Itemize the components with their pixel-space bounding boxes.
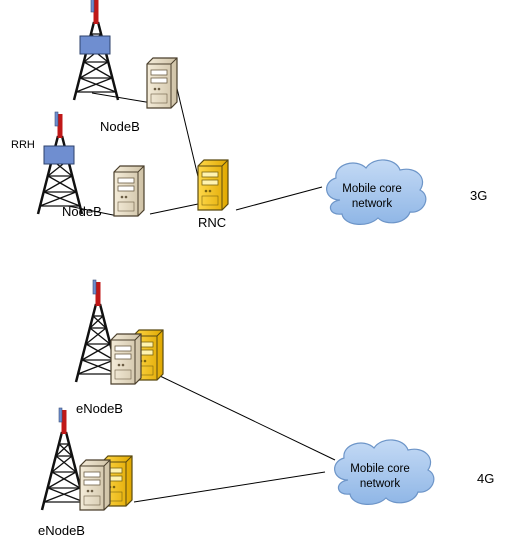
links	[67, 79, 336, 503]
rrh-icon	[43, 145, 75, 165]
link-rnc-core3g	[235, 186, 323, 211]
enodeb-top-server-icon	[110, 333, 142, 385]
core-3g-line2: network	[352, 198, 393, 210]
enodeb-bottom-label: eNodeB	[38, 523, 85, 538]
label-4g: 4G	[477, 471, 494, 486]
enodeb-bottom-server-icon	[79, 459, 111, 511]
section-4g: eNodeB eNodeB Mobile core network 4G	[38, 278, 494, 538]
link-server2-rnc	[149, 203, 199, 215]
core-3g-line1: Mobile core	[342, 183, 401, 195]
rnc-server-icon	[197, 159, 229, 211]
section-3g: NodeB RRH NodeB RNC Mobile core network …	[11, 0, 487, 230]
link-enodeb1-core4g	[159, 375, 336, 461]
nodeb-bottom-label: NodeB	[62, 204, 102, 219]
core-4g-line1: Mobile core	[350, 463, 409, 475]
link-server1-rnc	[174, 79, 201, 186]
link-nodeb2-server2	[67, 205, 119, 217]
rrh-icon	[79, 35, 111, 55]
nodeb-top-tower	[72, 0, 120, 102]
label-3g: 3G	[470, 188, 487, 203]
nodeb-bottom-tower	[36, 110, 84, 216]
nodeb-bottom-server-icon	[113, 165, 145, 217]
link-nodeb1-rnc	[91, 92, 153, 104]
core-4g-cloud: Mobile core network	[334, 439, 435, 506]
nodeb-top-label: NodeB	[100, 119, 140, 134]
core-4g-line2: network	[360, 478, 401, 490]
enodeb-top-label: eNodeB	[76, 401, 123, 416]
nodeb-top-server-icon	[146, 57, 178, 109]
rrh-label: RRH	[11, 139, 35, 151]
rnc-label: RNC	[198, 215, 226, 230]
core-3g-cloud: Mobile core network	[326, 159, 427, 226]
link-enodeb2-core4g	[133, 471, 326, 503]
